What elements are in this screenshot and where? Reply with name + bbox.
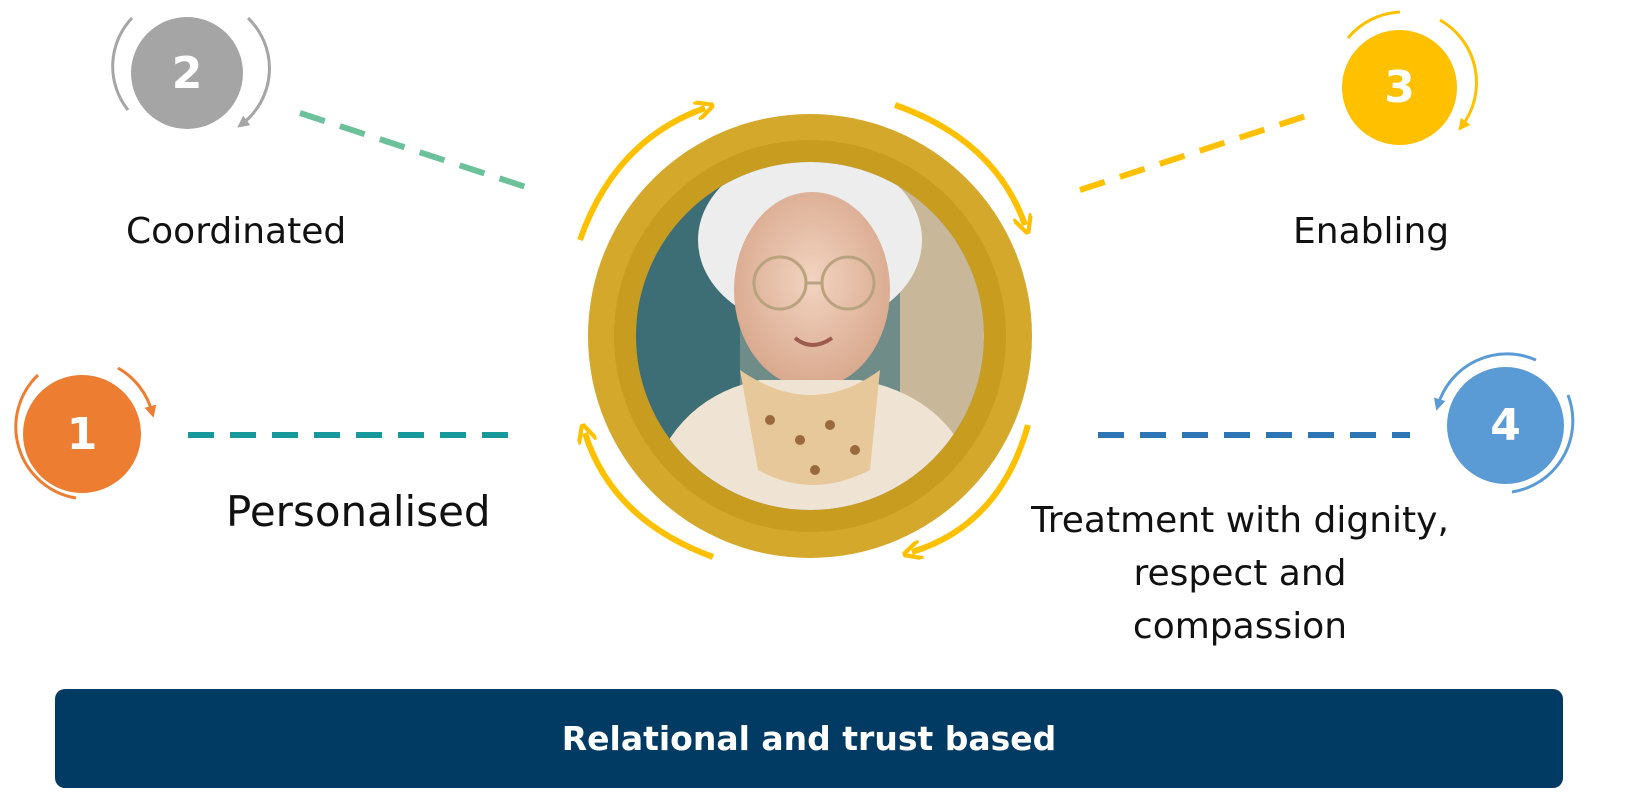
label-coordinated: Coordinated	[126, 211, 347, 252]
bottom-banner: Relational and trust based	[55, 689, 1563, 788]
number-4: 4	[1490, 400, 1521, 451]
banner-text: Relational and trust based	[561, 719, 1057, 758]
arc-2b	[237, 16, 271, 128]
number-1: 1	[66, 408, 98, 460]
number-2: 2	[171, 47, 203, 99]
cycle-arrow-top-left	[577, 108, 705, 241]
number-circle-1: 1	[23, 375, 141, 493]
arc-1b	[14, 373, 77, 500]
label-enabling: Enabling	[1293, 211, 1450, 252]
arc-1	[117, 366, 157, 418]
arc-2	[111, 16, 134, 111]
number-circle-3: 3	[1342, 30, 1457, 145]
connector-2	[299, 110, 536, 193]
connector-3	[1079, 110, 1316, 193]
cycle-arrow-bottom-right	[912, 424, 1031, 552]
label-treatment: Treatment with dignity, respect and comp…	[1031, 500, 1449, 647]
number-circle-2: 2	[131, 17, 243, 129]
arc-4b	[1511, 394, 1575, 494]
label-personalised: Personalised	[226, 487, 491, 536]
number-3: 3	[1384, 62, 1415, 113]
arc-3b	[1439, 18, 1479, 131]
cycle-arrow-top-right	[894, 102, 1025, 225]
cycle-arrow-bottom-left	[585, 433, 715, 560]
number-circle-4: 4	[1447, 367, 1564, 484]
arc-3	[1346, 10, 1401, 39]
arc-4	[1434, 352, 1537, 411]
